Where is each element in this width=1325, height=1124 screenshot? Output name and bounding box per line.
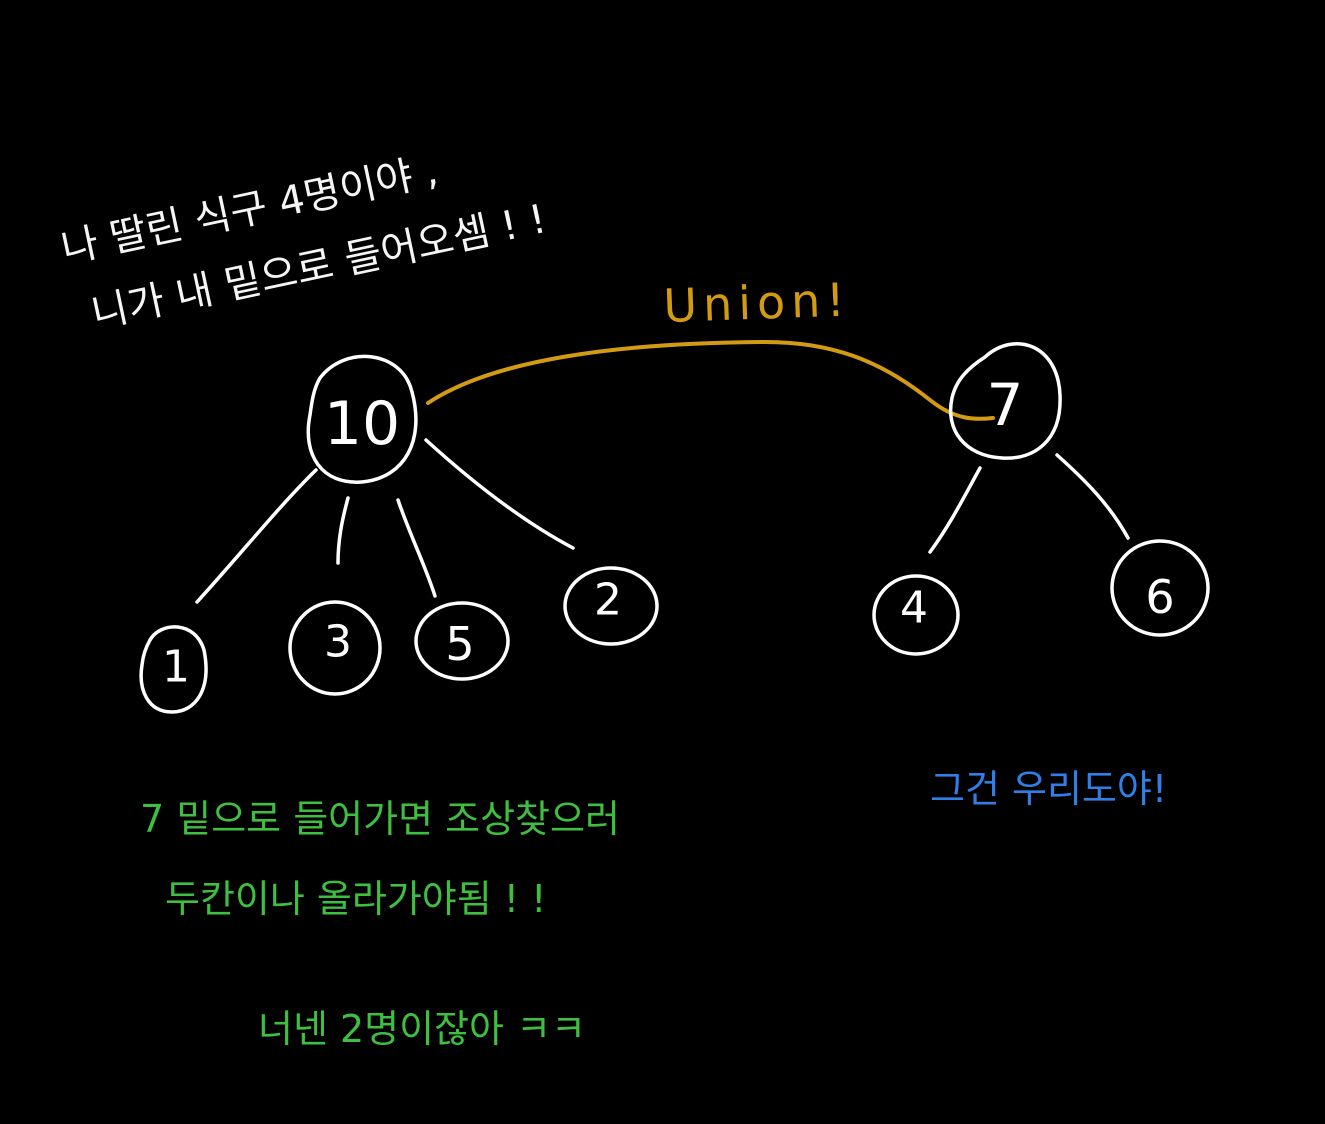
node-3: 3 (288, 600, 382, 696)
node-7-label: 7 (987, 371, 1024, 439)
green-note-line2: 두칸이나 올라가야됨 ! ! (165, 877, 547, 921)
node-5: 5 (414, 601, 510, 681)
green-note-line3: 너넨 2명이잖아 ㅋㅋ (258, 1007, 587, 1051)
edge-7-4 (928, 466, 982, 554)
root-7-reply-note: 그건 우리도야! (930, 767, 1168, 811)
edge-10-1 (195, 468, 318, 604)
node-2: 2 (563, 566, 659, 646)
node-4: 4 (872, 574, 960, 656)
node-10: 10 (306, 354, 418, 484)
node-6-label: 6 (1145, 570, 1174, 624)
node-5-label: 5 (445, 617, 474, 671)
edge-7-6 (1055, 453, 1130, 540)
edge-10-5 (396, 498, 437, 598)
node-7: 7 (949, 341, 1062, 460)
node-1: 1 (139, 625, 208, 714)
node-2-label: 2 (594, 575, 622, 626)
node-10-label: 10 (324, 389, 400, 459)
node-4-label: 4 (900, 583, 928, 634)
edge-10-3 (336, 496, 350, 565)
green-note-line1: 7 밑으로 들어가면 조상찾으러 (140, 797, 620, 841)
edge-10-2 (424, 438, 575, 550)
union-arc (426, 339, 995, 421)
node-1-label: 1 (162, 642, 190, 693)
node-3-label: 3 (324, 617, 352, 668)
union-label: Union! (662, 272, 851, 333)
node-6: 6 (1110, 539, 1210, 637)
